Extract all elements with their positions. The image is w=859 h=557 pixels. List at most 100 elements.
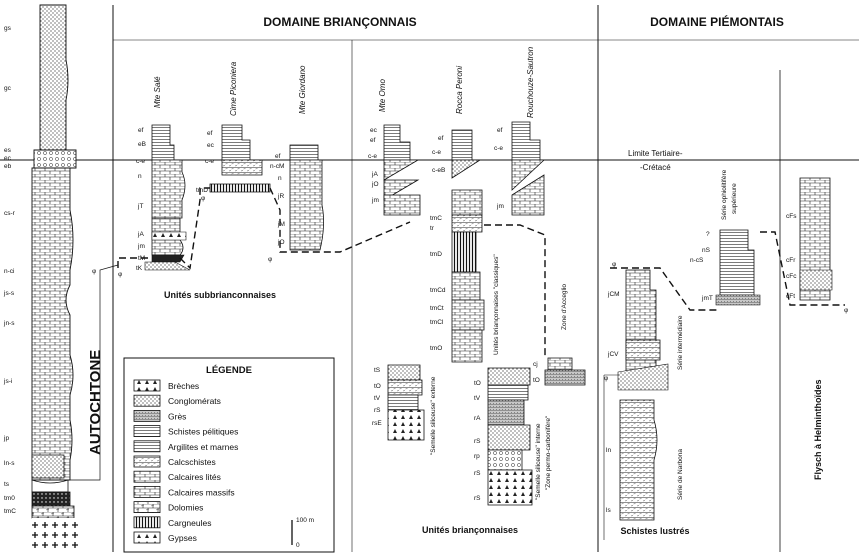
unit-serie-ophiolitifere-1: Série ophiolitifère xyxy=(721,169,728,220)
strat-label: tmD xyxy=(430,251,442,258)
strat-label: ec xyxy=(4,155,12,162)
strat-label: cs-r xyxy=(4,210,16,217)
strat-label: c-e xyxy=(205,158,214,165)
legend-swatch xyxy=(133,501,161,514)
strat-label: ef xyxy=(207,130,213,137)
column-name-rocca-peroni: Rocca Peroni xyxy=(455,66,464,114)
strat-label: tK xyxy=(136,265,143,272)
strat-label: tmCt xyxy=(430,305,444,312)
legend-item-label: Argilites et marnes xyxy=(168,442,238,452)
strat-label: tmC xyxy=(430,215,442,222)
strat-label: jmT xyxy=(701,295,713,302)
serie-narbona-column: ln ls xyxy=(606,399,658,521)
strat-label: jn-s xyxy=(3,320,15,327)
semelle-interne-column: tO tV rA rS rp rS rS xyxy=(474,367,533,506)
strat-label: ln-s xyxy=(4,460,15,467)
strat-label: ef xyxy=(370,137,376,144)
legend-swatch xyxy=(133,379,161,392)
strat-label: js-s xyxy=(3,290,15,297)
scale-bottom: 0 xyxy=(296,542,300,549)
strat-label: tO xyxy=(474,380,481,387)
legend-item-label: Calcaires lités xyxy=(168,472,221,482)
strat-label: c-e xyxy=(494,145,503,152)
strat-label: ls xyxy=(606,507,611,514)
strat-label: tS xyxy=(374,367,381,374)
unit-classiques: Unités briançonnaises "classiques" xyxy=(493,254,500,355)
legend-item-label: Brèches xyxy=(168,381,199,391)
strat-label: ln xyxy=(606,447,611,454)
legend-swatch xyxy=(133,470,161,483)
unit-semelle-externe: "Semelle siliceuse" externe xyxy=(430,376,437,455)
strat-label: gs xyxy=(4,25,12,32)
rouchouze-column: ef c-e jm cj tO xyxy=(494,121,586,386)
strat-label: jR xyxy=(277,193,284,200)
legend-swatch xyxy=(133,516,161,529)
legend-swatch xyxy=(133,394,161,407)
unit-flysch: Flysch à Helminthoïdes xyxy=(813,379,823,480)
strat-label: n-cS xyxy=(690,257,704,264)
strat-label: ec xyxy=(370,127,378,134)
autochtone-label: AUTOCHTONE xyxy=(87,350,104,455)
header-piemontais: DOMAINE PIÉMONTAIS xyxy=(650,14,784,29)
strat-label: rsE xyxy=(372,420,382,427)
column-name-mte-omo: Mte Omo xyxy=(378,79,387,112)
autochtone-labels: gs gc es ec eb cs-r n-ci js-s jn-s js-i … xyxy=(3,25,16,515)
strat-label: jA xyxy=(371,171,378,178)
unit-serie-ophiolitifere-2: supérieure xyxy=(731,183,738,214)
unit-serie-narbona: Série de Narbona xyxy=(677,449,684,500)
strat-label: rS xyxy=(474,470,481,477)
unit-permo: "Zone permo-carbonifère" xyxy=(545,415,552,490)
strat-label: tmO xyxy=(430,345,442,352)
strat-label: c-eB xyxy=(432,167,445,174)
limit-label-1: Limite Tertiaire- xyxy=(628,149,683,158)
legend-item-label: Conglomérats xyxy=(168,396,221,406)
strat-label: jM xyxy=(277,221,285,228)
column-name-mte-sale: Mte Salé xyxy=(153,76,162,108)
flag-icon: φ xyxy=(844,307,848,314)
legend-item-label: Cargneules xyxy=(168,518,211,528)
scale-top: 100 m xyxy=(296,517,314,524)
strat-label: jA xyxy=(137,231,144,238)
flag-icon: φ xyxy=(118,271,122,278)
mte-sale-column: ef eB c-e n jT jA jm tM tK xyxy=(136,124,191,272)
legend-item-label: Dolomies xyxy=(168,503,203,513)
strat-label: ef xyxy=(438,135,444,142)
cime-piconiera-column: ef ec c-e tmD xyxy=(196,124,271,194)
mte-giordano-column: ef n-cM n jR jM jO xyxy=(270,144,324,251)
strat-label: jCV xyxy=(607,351,619,358)
strat-label: es xyxy=(4,147,12,154)
rocca-peroni-column: ef c-e c-eB tmC tr tmD tmCd tmCl tmCt tm… xyxy=(430,129,485,363)
legend-item-label: Calcaires massifs xyxy=(168,487,235,497)
legend-item-label: Gypses xyxy=(168,533,197,543)
serie-ophiolitifere-column: nS n-cS jmT xyxy=(690,229,761,306)
strat-label: ts xyxy=(4,481,10,488)
strat-label: cFs xyxy=(786,213,797,220)
strat-label: jCM xyxy=(607,291,620,298)
question-mark: ? xyxy=(706,231,710,238)
strat-label: c-e xyxy=(368,153,377,160)
strat-label: jT xyxy=(137,203,143,210)
flysch-column: cFs cFr cFc cFt xyxy=(786,177,833,301)
strat-label: ef xyxy=(275,153,281,160)
strat-label: tV xyxy=(474,395,481,402)
column-name-mte-giordano: Mte Giordano xyxy=(298,65,307,114)
strat-label: jm xyxy=(496,203,504,210)
strat-label: cFr xyxy=(786,257,796,264)
strat-label: tm0 xyxy=(4,495,15,502)
limit-label-2: -Crétacé xyxy=(640,163,671,172)
strat-label: js-i xyxy=(3,378,12,385)
strat-label: tmCl xyxy=(430,319,444,326)
strat-label: jO xyxy=(277,239,285,246)
flag-icon: φ xyxy=(612,261,616,268)
flag-icon: φ xyxy=(268,256,272,263)
strat-label: jO xyxy=(371,181,379,188)
strat-label: jm xyxy=(137,243,145,250)
strat-label: gc xyxy=(4,85,12,92)
strat-label: n-cM xyxy=(270,163,284,170)
legend-item-label: Grès xyxy=(168,411,186,421)
mte-omo-column: ec ef c-e jA jO jm xyxy=(368,124,421,216)
strat-label: eB xyxy=(138,141,146,148)
strat-label: n-ci xyxy=(4,268,14,275)
legend-swatch xyxy=(133,455,161,468)
